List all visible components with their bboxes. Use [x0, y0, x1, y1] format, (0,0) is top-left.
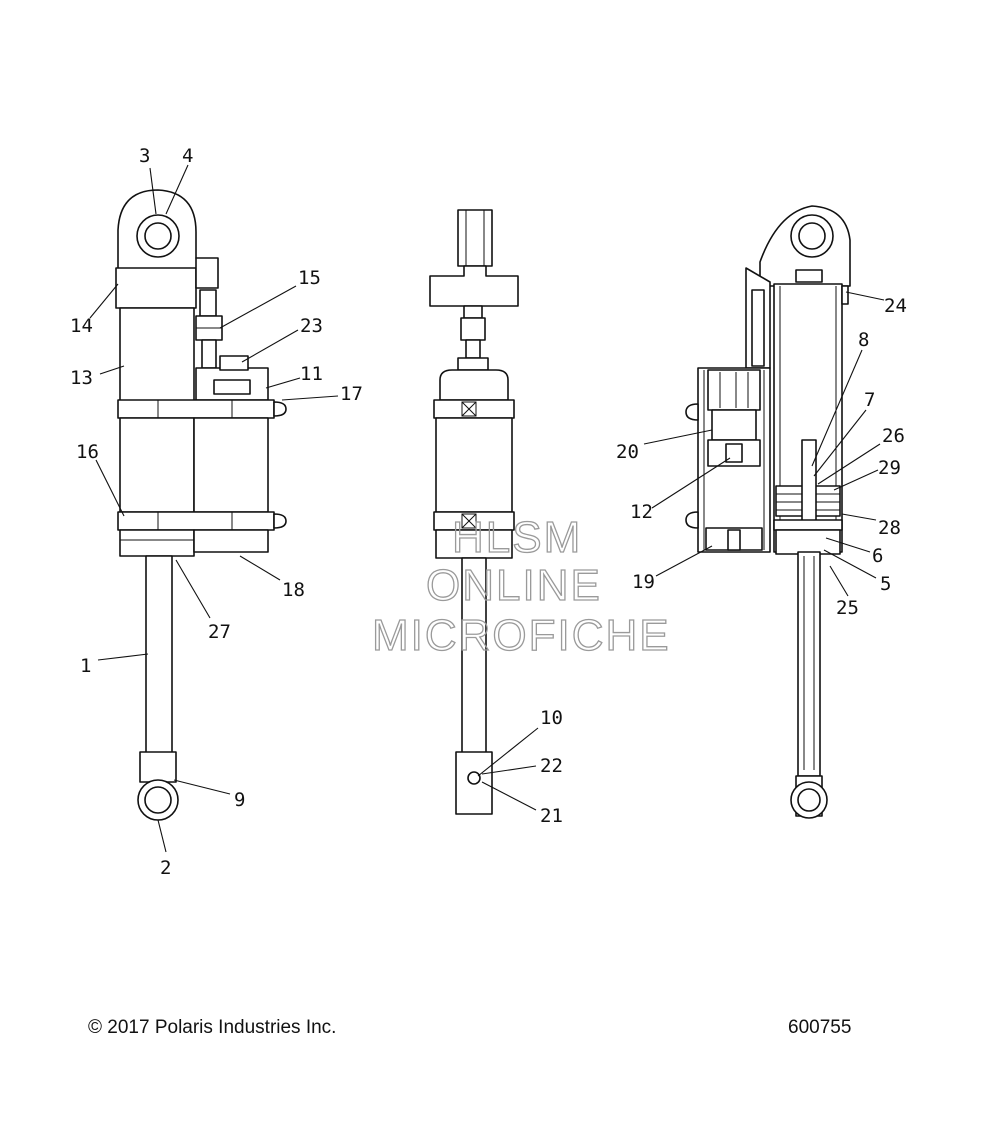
section-bump-lower: [685, 511, 699, 529]
callout-22: 22: [540, 755, 563, 777]
front-hose-fitting: [463, 305, 483, 319]
section-seal-head: [775, 529, 841, 555]
callout-17: 17: [340, 383, 363, 405]
section-lower-eyelet-bore: [797, 788, 821, 812]
shaft-eye-body: [139, 751, 177, 783]
piston-shaft: [145, 555, 173, 755]
callout-16: 16: [76, 441, 99, 463]
hose-stem: [201, 339, 217, 369]
callout-3: 3: [139, 145, 150, 167]
front-cap: [429, 265, 519, 307]
section-eyelet-bore: [798, 222, 826, 250]
front-top-eyelet: [457, 209, 493, 267]
callout-1: 1: [80, 655, 91, 677]
front-upper-clamp: [433, 399, 515, 419]
callout-29: 29: [878, 457, 901, 479]
callout-4: 4: [182, 145, 193, 167]
watermark: HLSM ONLINE MICROFICHE: [371, 512, 671, 660]
callout-7: 7: [864, 389, 875, 411]
section-schrader: [727, 529, 741, 551]
shock-side-view: [115, 189, 287, 821]
callout-13: 13: [70, 367, 93, 389]
shock-section-view: [685, 205, 851, 819]
callout-23: 23: [300, 315, 323, 337]
callout-11: 11: [300, 363, 323, 385]
clamp-bolt-lower: [273, 513, 287, 529]
callout-25: 25: [836, 597, 859, 619]
front-bolt: [457, 357, 489, 371]
lower-eyelet-bore: [144, 786, 172, 814]
section-shaft: [797, 551, 821, 777]
section-cap-ring: [841, 285, 849, 305]
front-hose-stem: [465, 339, 481, 359]
reservoir-body: [193, 417, 269, 513]
body-bottom-cap: [119, 529, 195, 557]
copyright-notice: © 2017 Polaris Industries Inc.: [88, 1017, 337, 1038]
shock-body-upper: [119, 307, 195, 405]
watermark-line-2: ONLINE: [426, 561, 602, 610]
callout-labels: 3 4 14 13 15 23 11 17 16 18 27 1 9 2 10 …: [70, 145, 907, 879]
front-body: [435, 417, 513, 513]
bolt-head: [213, 379, 251, 395]
watermark-line-1: HLSM: [452, 513, 582, 562]
callout-15: 15: [298, 267, 321, 289]
front-adjuster-nut: [460, 317, 486, 341]
section-piston: [773, 519, 843, 531]
shock-front-view: [429, 209, 519, 815]
section-bump-upper: [685, 403, 699, 421]
section-air-valve: [795, 269, 823, 283]
callout-14: 14: [70, 315, 93, 337]
watermark-line-3: MICROFICHE: [372, 611, 671, 660]
leader-lines: [89, 164, 885, 853]
callout-26: 26: [882, 425, 905, 447]
callout-6: 6: [872, 545, 883, 567]
callout-20: 20: [616, 441, 639, 463]
eyelet-bore: [144, 222, 172, 250]
body-cap: [115, 267, 197, 309]
shock-body-lower: [119, 417, 195, 513]
clamp-bolt-upper: [273, 401, 287, 417]
section-valve-assy: [707, 369, 761, 411]
upper-clamp: [117, 399, 275, 419]
lower-clamp: [117, 511, 275, 531]
hose-fitting: [199, 289, 217, 317]
section-compression-adjuster: [711, 409, 757, 441]
callout-9: 9: [234, 789, 245, 811]
section-hose-bore: [751, 289, 765, 367]
callout-12: 12: [630, 501, 653, 523]
front-shaft: [461, 557, 487, 755]
callout-28: 28: [878, 517, 901, 539]
callout-5: 5: [880, 573, 891, 595]
reservoir-bottom-cap: [193, 529, 269, 553]
callout-24: 24: [884, 295, 907, 317]
bolt-23: [219, 355, 249, 371]
callout-2: 2: [160, 857, 171, 879]
diagram-number: 600755: [788, 1017, 852, 1038]
front-bottom-cap: [435, 529, 513, 559]
front-reservoir-cap: [439, 369, 509, 401]
reservoir-cap-tab: [195, 257, 219, 289]
callout-8: 8: [858, 329, 869, 351]
callout-21: 21: [540, 805, 563, 827]
grease-fitting: [467, 771, 481, 785]
callout-19: 19: [632, 571, 655, 593]
callout-10: 10: [540, 707, 563, 729]
section-ifp-valve: [725, 443, 743, 463]
callout-27: 27: [208, 621, 231, 643]
callout-18: 18: [282, 579, 305, 601]
